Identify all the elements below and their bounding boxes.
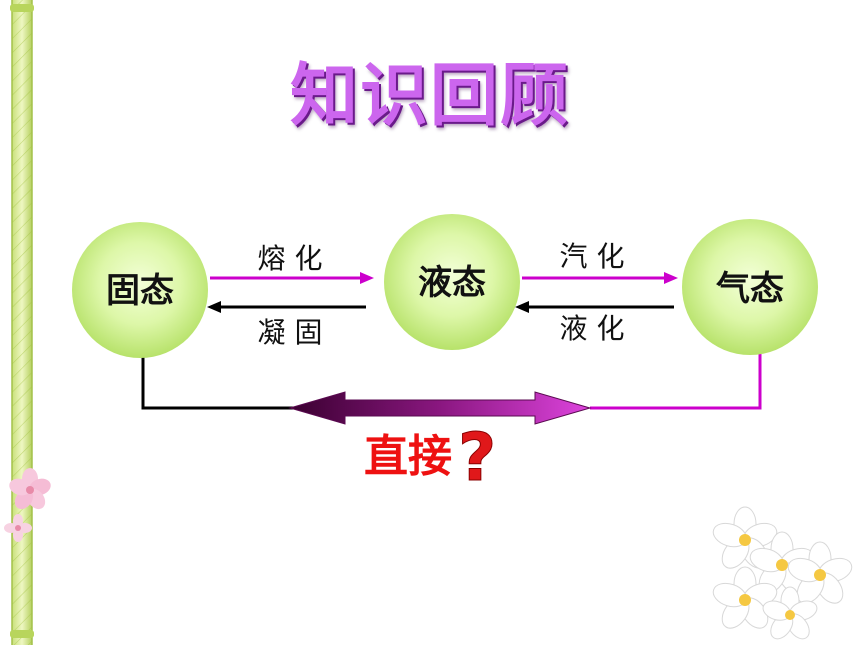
vaporizing-label: 汽 化 [560,240,625,273]
liquid-state-label: 液态 [418,263,486,303]
vaporizing-arrow [522,272,678,284]
page-title: 知识回顾 [289,57,570,136]
liquid-state-node: 液态 [384,214,520,350]
gas-connector-line [590,352,762,410]
solid-state-label: 固态 [106,271,174,311]
blossom-icon [4,468,51,542]
gas-state-node: 气态 [682,219,818,355]
gas-state-label: 气态 [715,269,784,309]
direct-question-text: 直接 [364,431,452,482]
question-mark-icon: ? [458,419,496,496]
solid-connector-line [141,352,300,410]
melting-label: 熔 化 [258,242,323,275]
liquefying-label: 液 化 [560,312,625,345]
solid-state-node: 固态 [72,222,208,358]
direct-transition-double-arrow [288,391,592,425]
solidifying-label: 凝 固 [258,316,323,349]
liquefying-arrow [515,301,674,313]
solidifying-arrow [207,301,366,313]
plumeria-flowers-icon [712,506,853,640]
melting-arrow [210,272,374,284]
